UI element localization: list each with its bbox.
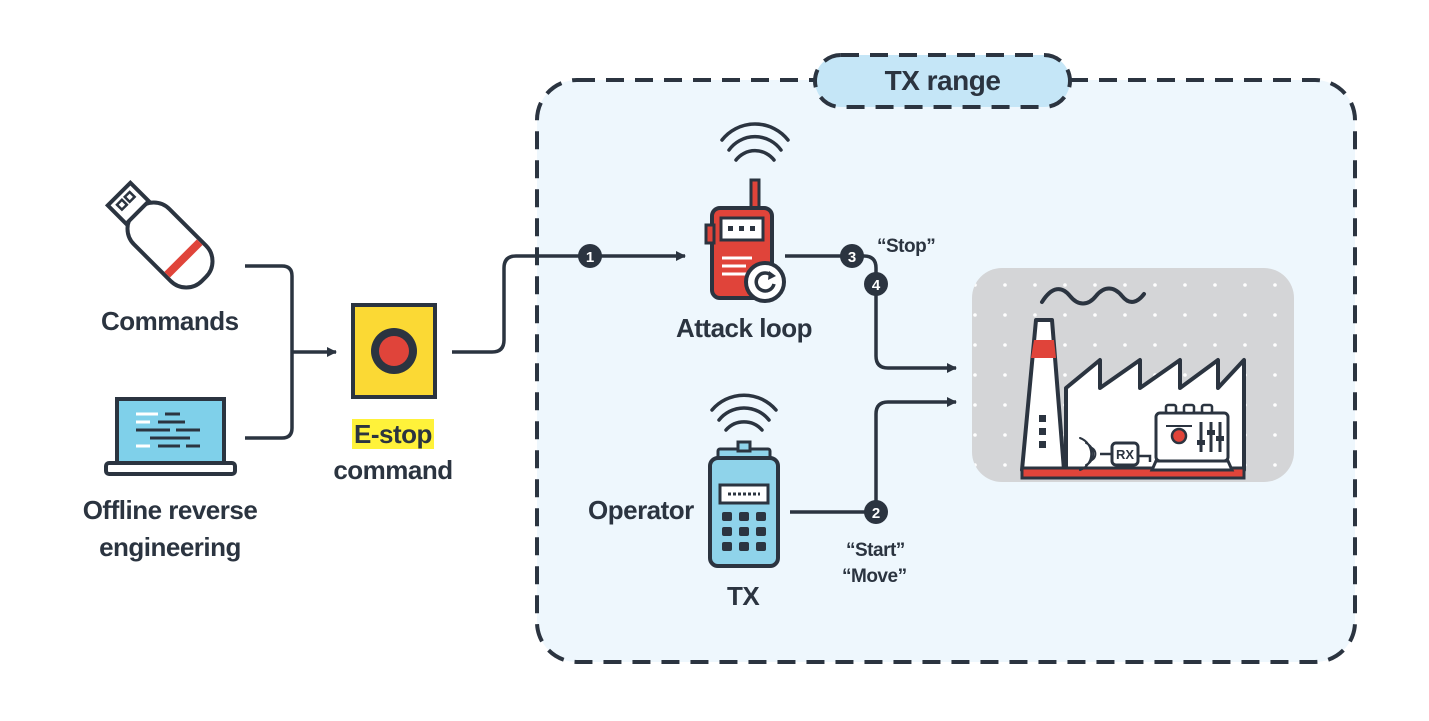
step-4-text: 4 (872, 277, 881, 294)
step-marker-2: 2 (864, 500, 888, 524)
estop-button-icon (351, 303, 437, 399)
laptop-icon (104, 397, 237, 476)
operator-label: Operator (588, 495, 694, 525)
stop-command-label: “Stop” (877, 236, 936, 257)
tx-device-label: TX (727, 581, 760, 611)
offline-reverse-line2: engineering (99, 532, 241, 562)
connector-attack-to-factory (785, 254, 957, 373)
step-3-text: 3 (848, 249, 856, 266)
commands-label: Commands (101, 306, 239, 336)
operator-tx-icon (708, 393, 780, 568)
step-marker-1: 1 (578, 244, 602, 268)
step-marker-4: 4 (864, 272, 888, 296)
estop-label: E-stop command (320, 416, 466, 488)
usb-stick-icon (104, 179, 215, 290)
step-marker-3: 3 (840, 244, 864, 268)
rx-label: RX (1116, 447, 1134, 462)
connector-to-attack (452, 251, 686, 354)
move-command-label: “Move” (842, 566, 907, 587)
estop-label-line2: command (333, 455, 453, 485)
step-1-text: 1 (586, 249, 594, 266)
offline-reverse-line1: Offline reverse (82, 495, 258, 525)
factory-icon (1020, 286, 1246, 480)
tx-range-label: TX range (884, 65, 1001, 96)
offline-reverse-label: Offline reverse engineering (70, 492, 270, 566)
attack-radio-icon (704, 122, 790, 303)
start-command-label: “Start” (846, 540, 905, 561)
attack-loop-label: Attack loop (676, 313, 813, 343)
tx-range-label-box (813, 53, 1072, 109)
estop-label-line1: E-stop (352, 419, 434, 449)
step-2-text: 2 (872, 505, 880, 522)
input-connector (245, 264, 337, 440)
